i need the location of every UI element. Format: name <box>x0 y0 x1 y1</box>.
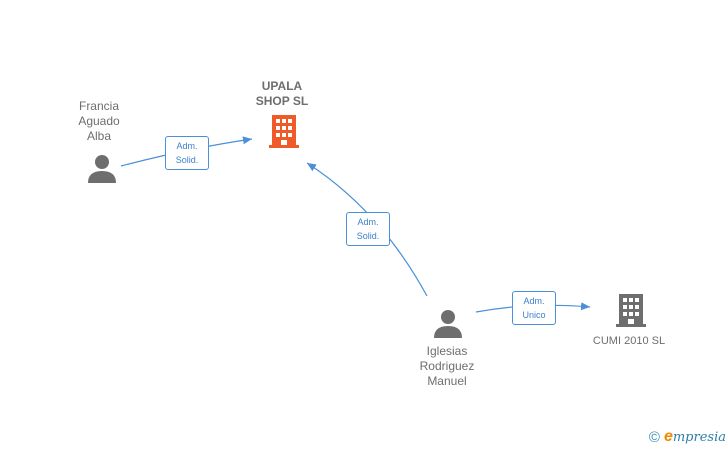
node-label-iglesias: Iglesias Rodriguez Manuel <box>419 344 475 388</box>
person-icon[interactable] <box>432 307 464 339</box>
node-label-cumi: CUMI 2010 SL <box>592 335 666 347</box>
copyright-symbol: © <box>648 428 660 446</box>
building-icon[interactable] <box>267 113 301 149</box>
node-label-upala: UPALA SHOP SL <box>255 79 309 108</box>
edge-label-iglesias-cumi[interactable]: Adm. Unico <box>512 291 556 325</box>
person-icon[interactable] <box>86 152 118 184</box>
edge-label-iglesias-upala[interactable]: Adm. Solid. <box>346 212 390 246</box>
edge-label-francia-upala[interactable]: Adm. Solid. <box>165 136 209 170</box>
building-icon[interactable] <box>614 292 648 328</box>
node-label-francia: Francia Aguado Alba <box>78 99 120 143</box>
empresia-logo: empresia <box>663 428 726 445</box>
watermark: © empresia <box>649 428 726 446</box>
